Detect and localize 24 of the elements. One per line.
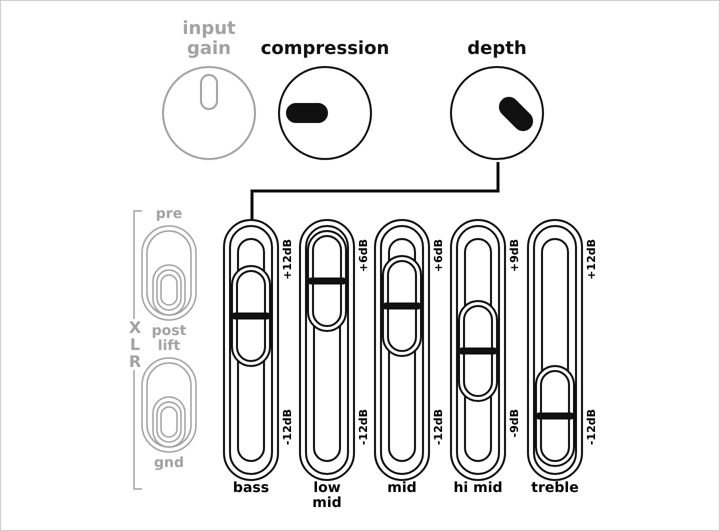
scale-label: -9dB: [508, 409, 521, 438]
slider-label: treble: [530, 481, 580, 496]
switch-label: gnd: [154, 456, 184, 471]
knob-label: depth: [467, 39, 527, 59]
slider-label: hi mid: [452, 481, 504, 496]
scale-label: -12dB: [432, 409, 445, 446]
bracket-label: X L R: [128, 319, 142, 370]
slider-label: mid: [386, 481, 418, 496]
scale-label: +9dB: [508, 239, 521, 272]
scale-label: +12dB: [585, 239, 598, 280]
switch-label: lift: [158, 339, 180, 354]
scale-label: +6dB: [432, 239, 445, 272]
scale-label: -12dB: [357, 409, 370, 446]
slider-label: low mid: [311, 481, 343, 511]
scale-label: +12dB: [281, 239, 294, 280]
knob-label: input gain: [181, 19, 237, 59]
knob-label: compression: [260, 39, 390, 59]
scale-label: -12dB: [281, 409, 294, 446]
switch-label: pre: [156, 207, 182, 222]
switch-label: post: [152, 324, 186, 339]
connector-line: [250, 162, 500, 220]
slider-label: bass: [232, 481, 270, 496]
scale-label: -12dB: [585, 409, 598, 446]
scale-label: +6dB: [357, 239, 370, 272]
